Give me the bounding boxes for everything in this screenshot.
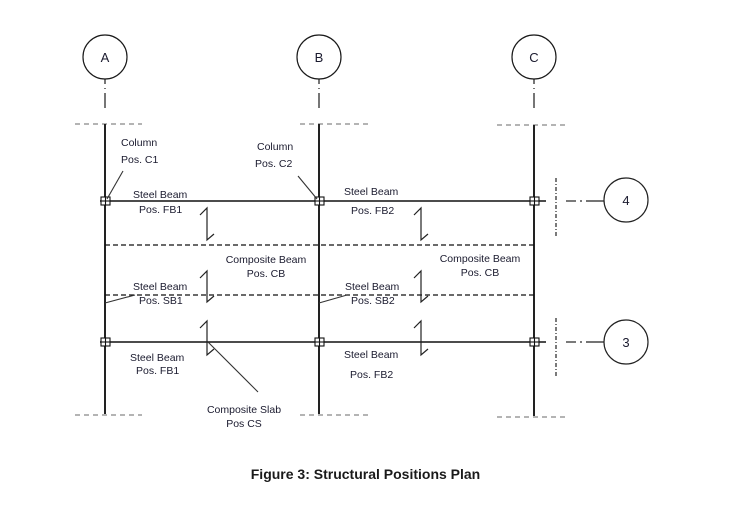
label-steel-beam-fb1-top-line2: Pos. FB1 xyxy=(139,204,182,216)
label-steel-beam-fb1-bottom-line2: Pos. FB1 xyxy=(136,365,179,377)
label-composite-slab-line2: Pos CS xyxy=(226,418,262,430)
slab-break-symbol-fb1 xyxy=(199,206,215,242)
slab-break-symbol-cs-right xyxy=(413,319,429,357)
grid-label-3: 3 xyxy=(622,335,629,350)
label-steel-beam-sb2-line1: Steel Beam xyxy=(345,281,400,293)
column-c2-marker xyxy=(314,196,325,206)
leader-steel-beam-sb1 xyxy=(104,294,136,304)
column-c3-marker xyxy=(529,337,540,347)
slab-break-symbol-cs-left xyxy=(199,319,215,357)
grid-label-b: B xyxy=(315,50,324,65)
label-column-c1-line1: Column xyxy=(121,137,157,149)
grid-bubble-3 xyxy=(603,319,649,365)
label-steel-beam-fb2-top-line2: Pos. FB2 xyxy=(351,205,394,217)
leader-composite-slab xyxy=(207,341,259,393)
label-steel-beam-fb1-top-line1: Steel Beam xyxy=(133,189,188,201)
column-a3-marker xyxy=(100,337,111,347)
column-c4-marker xyxy=(529,196,540,206)
slab-break-symbol-sb1-upper xyxy=(199,269,215,304)
label-steel-beam-fb2-bottom-line1: Steel Beam xyxy=(344,349,399,361)
label-steel-beam-sb1-line1: Steel Beam xyxy=(133,281,188,293)
figure-caption: Figure 3: Structural Positions Plan xyxy=(250,466,481,482)
label-steel-beam-fb2-bottom-line2: Pos. FB2 xyxy=(350,369,393,381)
label-steel-beam-sb1-line2: Pos. SB1 xyxy=(139,295,183,307)
label-composite-beam-left-line2: Pos. CB xyxy=(247,268,286,280)
leader-steel-beam-sb2 xyxy=(318,294,348,304)
label-composite-beam-right-line1: Composite Beam xyxy=(440,253,521,265)
grid-bubble-4 xyxy=(603,177,649,223)
label-composite-beam-right-line2: Pos. CB xyxy=(461,267,500,279)
column-c1-marker xyxy=(100,196,111,206)
leader-column-c2 xyxy=(297,175,318,200)
slab-break-symbol-sb2-upper xyxy=(413,269,429,304)
grid-label-c: C xyxy=(529,50,538,65)
label-column-c2-line1: Column xyxy=(257,141,293,153)
label-composite-beam-left-line1: Composite Beam xyxy=(226,254,307,266)
label-column-c1-line2: Pos. C1 xyxy=(121,154,159,166)
leader-column-c1 xyxy=(106,170,124,200)
grid-label-a: A xyxy=(101,50,110,65)
label-steel-beam-fb1-bottom-line1: Steel Beam xyxy=(130,352,185,364)
column-b3-marker xyxy=(314,337,325,347)
grid-label-4: 4 xyxy=(622,193,629,208)
label-column-c2-line2: Pos. C2 xyxy=(255,158,293,170)
label-steel-beam-sb2-line2: Pos. SB2 xyxy=(351,295,395,307)
slab-break-symbol-fb2 xyxy=(413,206,429,242)
label-composite-slab-line1: Composite Slab xyxy=(207,404,281,416)
label-steel-beam-fb2-top-line1: Steel Beam xyxy=(344,186,399,198)
